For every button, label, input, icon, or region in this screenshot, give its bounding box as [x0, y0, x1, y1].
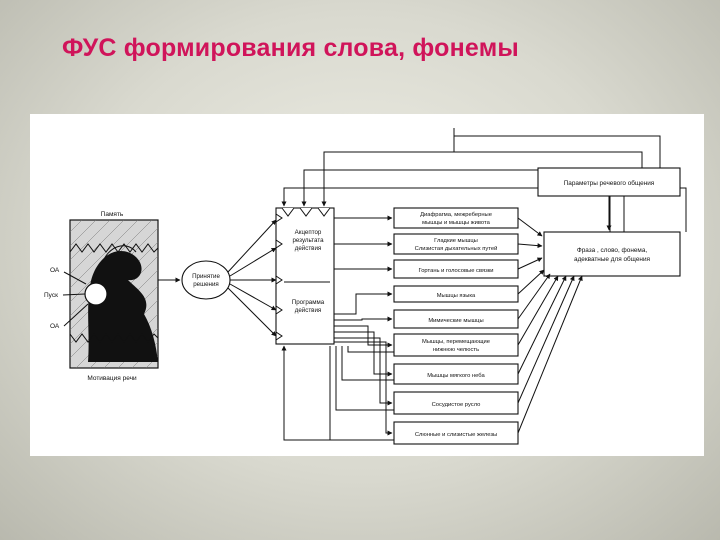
- acceptor-program-block: Акцептор результата действия Программа д…: [275, 207, 335, 345]
- oa-bottom-pointer: [63, 303, 89, 327]
- phrase-line-1: Фраза , слово, фонема,: [577, 247, 648, 254]
- muscle-8-label: Сосудистое русло: [432, 402, 481, 408]
- muscle-7-label: Мышцы мягкого неба: [427, 373, 485, 379]
- memory-zigzag-top: [69, 243, 159, 253]
- params-label: Параметры речевого общения: [564, 179, 655, 187]
- diagram-panel: Память Мотивация речи ОА Пуск ОА Приняти…: [30, 114, 704, 456]
- decision-line-1: Принятие: [192, 273, 220, 280]
- muscle-5-label: Мимические мышцы: [428, 318, 483, 324]
- phrase-box: [543, 231, 681, 277]
- muscle-2-line-2: Слизистая дыхательных путей: [415, 245, 498, 252]
- start-label: Пуск: [44, 292, 58, 299]
- muscle-9-label: Слюнные и слизистые железы: [415, 432, 497, 438]
- start-pointer: [62, 293, 86, 296]
- spiral-top-curve: [101, 245, 137, 265]
- slide-title: ФУС формирования слова, фонемы: [62, 34, 519, 62]
- muscle-6-line-1: Мышцы, перемещающие: [422, 339, 490, 345]
- muscle-3-label: Гортань и голосовые связки: [418, 268, 493, 274]
- oa-bottom-label: ОА: [50, 323, 60, 330]
- muscle-to-phrase-arrows: [517, 217, 583, 434]
- fus-diagram: Память Мотивация речи ОА Пуск ОА Приняти…: [44, 128, 687, 445]
- program-line-2: действия: [295, 307, 322, 314]
- muscle-column: Диафрагма, межреберные мышцы и мышцы жив…: [393, 207, 519, 445]
- memory-block: Память Мотивация речи ОА Пуск ОА: [44, 211, 159, 382]
- memory-zigzag-bottom: [69, 333, 159, 343]
- acceptor-line-1: Акцептор: [295, 229, 322, 236]
- acceptor-line-3: действия: [295, 245, 322, 252]
- params-box: [537, 167, 681, 197]
- acceptor-line-2: результата: [292, 237, 324, 244]
- program-line-1: Программа: [292, 299, 325, 306]
- oa-top-label: ОА: [50, 267, 60, 274]
- left-teeth: [275, 213, 283, 341]
- top-notches: [281, 207, 331, 217]
- muscle-2-line-1: Гладкие мышцы: [434, 238, 478, 244]
- decision-line-2: решения: [193, 281, 219, 288]
- muscle-4-label: Мышцы языка: [437, 293, 476, 299]
- phrase-line-2: адекватные для общения: [574, 255, 650, 263]
- muscle-1-line-2: мышцы и мышцы живота: [422, 220, 490, 226]
- muscle-feedback-lines: [281, 345, 394, 441]
- motivation-label: Мотивация речи: [87, 375, 137, 382]
- decision-ellipse: [181, 260, 231, 300]
- muscle-6-line-2: нижнюю челюсть: [433, 347, 479, 353]
- memory-label: Память: [101, 211, 124, 218]
- control-block-rect: [275, 207, 335, 345]
- oa-top-pointer: [63, 271, 87, 285]
- start-circle: [84, 282, 108, 306]
- muscle-1-line-1: Диафрагма, межреберные: [420, 212, 492, 218]
- program-to-muscle-arrows: [334, 215, 393, 436]
- decision-fan-arrows: [227, 219, 277, 337]
